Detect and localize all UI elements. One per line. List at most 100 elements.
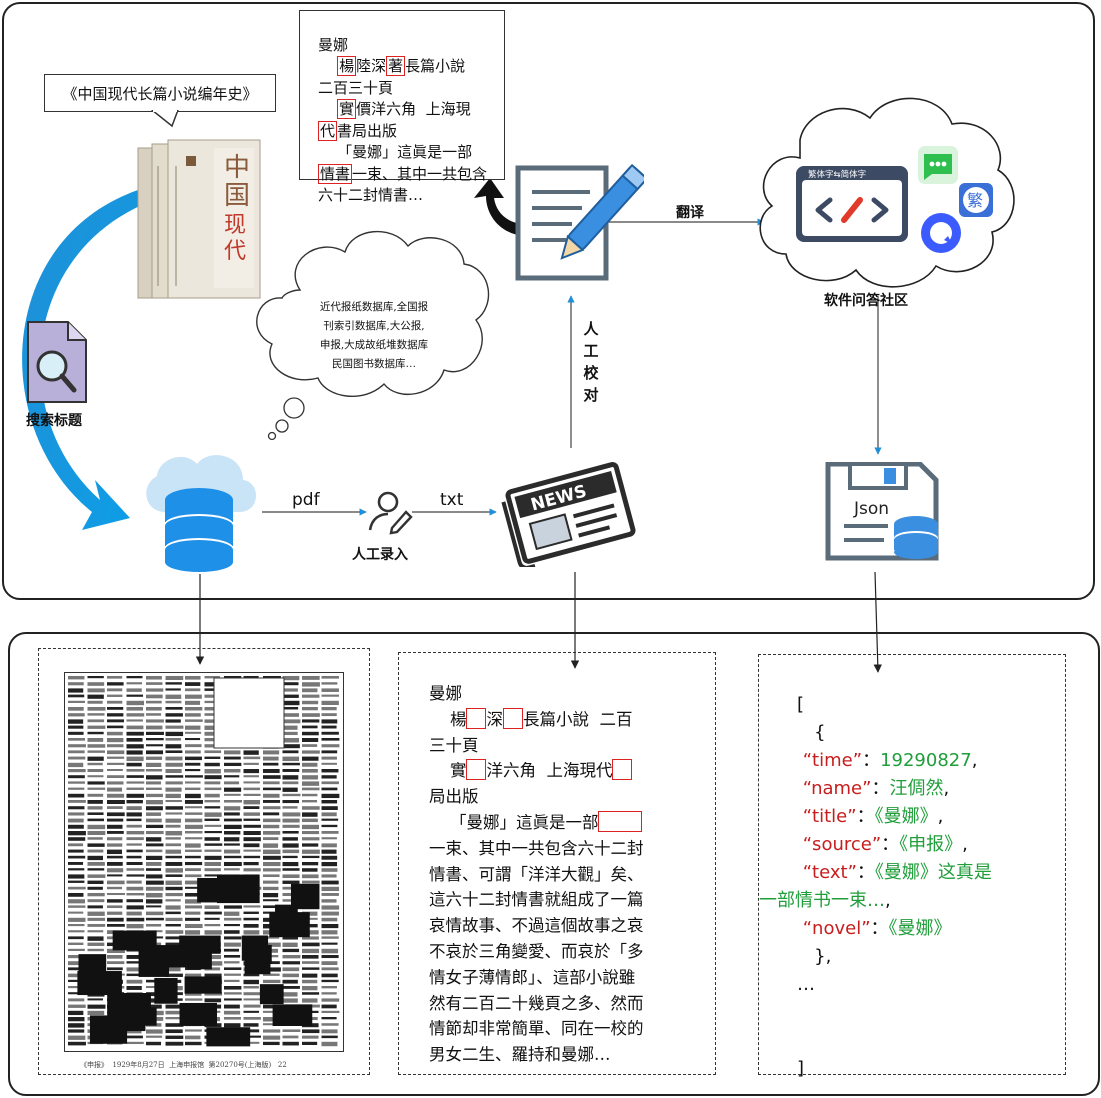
scan-texture xyxy=(68,762,84,768)
scan-texture xyxy=(282,936,299,940)
scan-texture xyxy=(321,700,339,705)
scan-texture xyxy=(126,818,142,822)
scan-texture xyxy=(243,986,259,989)
scan-texture xyxy=(224,936,242,940)
scan-texture xyxy=(204,911,222,915)
scan-texture xyxy=(224,967,242,970)
scan-texture xyxy=(185,688,201,692)
scan-texture xyxy=(282,1029,301,1033)
scan-texture xyxy=(185,998,203,1001)
scan-texture xyxy=(185,812,203,815)
snippet-text: 書局出版 xyxy=(337,121,398,140)
scan-texture xyxy=(243,924,259,928)
scan-texture xyxy=(146,787,162,790)
scan-texture xyxy=(204,998,222,1003)
scan-texture xyxy=(243,979,259,985)
scan-texture xyxy=(185,905,203,909)
ocr-line: 情書、可謂「洋洋大觀」矣、 xyxy=(429,864,644,884)
scan-texture xyxy=(282,843,299,848)
snippet-line: 「曼娜」這眞是一部 xyxy=(337,143,473,161)
scan-texture xyxy=(224,911,240,916)
scan-texture xyxy=(146,700,162,704)
scan-texture xyxy=(87,676,104,679)
chat-app-icon xyxy=(918,146,958,184)
scan-texture xyxy=(146,998,163,1003)
scan-texture xyxy=(282,775,299,780)
json-key: “text” xyxy=(802,862,857,883)
scan-texture xyxy=(243,837,261,842)
scan-texture xyxy=(224,800,242,803)
scan-texture xyxy=(87,855,103,861)
scan-texture xyxy=(146,868,162,871)
scan-texture xyxy=(107,744,124,748)
scan-texture xyxy=(87,936,104,941)
scan-texture xyxy=(185,1035,201,1040)
scan-texture xyxy=(165,744,182,749)
scan-texture xyxy=(224,1017,241,1020)
scan-texture xyxy=(204,744,221,748)
scan-texture xyxy=(107,713,124,717)
scan-texture xyxy=(224,818,242,822)
scan-texture xyxy=(87,924,106,927)
scan-texture xyxy=(204,793,220,798)
json-key: “source” xyxy=(802,834,882,855)
scan-texture xyxy=(302,1041,318,1045)
scan-texture xyxy=(146,806,163,811)
scan-texture xyxy=(282,744,300,749)
scan-texture xyxy=(224,992,242,995)
scan-texture xyxy=(321,812,337,817)
scan-texture xyxy=(302,930,319,935)
scan-texture xyxy=(204,812,222,817)
scan-texture xyxy=(282,781,299,785)
scan-texture xyxy=(107,967,123,971)
scan-texture xyxy=(185,719,203,722)
scan-texture xyxy=(204,707,222,711)
scan-texture xyxy=(68,725,84,729)
scan-texture xyxy=(87,831,106,836)
scan-texture xyxy=(146,855,163,861)
app-icon-char: 繁 xyxy=(967,191,983,210)
user-edit-icon xyxy=(368,491,413,535)
scan-texture xyxy=(165,936,182,940)
scan-texture xyxy=(224,831,241,835)
scan-texture xyxy=(126,775,144,778)
scan-texture xyxy=(321,775,337,779)
scan-texture xyxy=(282,688,298,692)
scan-texture xyxy=(204,738,222,742)
scan-texture xyxy=(165,812,183,815)
scan-texture xyxy=(263,1041,280,1046)
scan-texture xyxy=(302,837,320,841)
scan-texture xyxy=(187,943,212,970)
scan-texture xyxy=(87,707,106,711)
scan-texture xyxy=(107,806,123,809)
scan-texture xyxy=(243,973,260,977)
scan-texture xyxy=(165,694,182,699)
scan-texture xyxy=(68,868,85,871)
scan-texture xyxy=(68,818,84,823)
scan-texture xyxy=(224,750,241,755)
snippet-line: 曼娜 xyxy=(318,35,349,54)
scan-texture xyxy=(204,719,221,723)
scan-texture xyxy=(243,1035,262,1038)
scan-texture xyxy=(185,682,201,686)
scan-texture xyxy=(107,911,123,915)
scan-texture xyxy=(107,874,123,877)
scan-texture xyxy=(107,818,124,822)
scan-texture xyxy=(263,942,281,947)
scan-texture xyxy=(263,855,281,860)
scan-texture xyxy=(204,775,222,780)
scan-texture xyxy=(107,694,123,697)
scan-texture xyxy=(185,750,201,754)
json-key: “time” xyxy=(802,750,863,771)
scan-texture xyxy=(107,843,123,847)
scan-texture xyxy=(243,800,261,805)
json-value: 汪倜然 xyxy=(889,778,944,799)
snippet-text: 長篇小說 xyxy=(405,57,466,75)
scan-texture xyxy=(126,793,145,798)
scan-texture xyxy=(146,1035,163,1038)
db-thought-cloud xyxy=(256,230,490,441)
scan-texture xyxy=(77,971,122,996)
scan-texture xyxy=(165,800,182,803)
scan-texture xyxy=(302,682,320,687)
scan-texture xyxy=(68,992,84,995)
